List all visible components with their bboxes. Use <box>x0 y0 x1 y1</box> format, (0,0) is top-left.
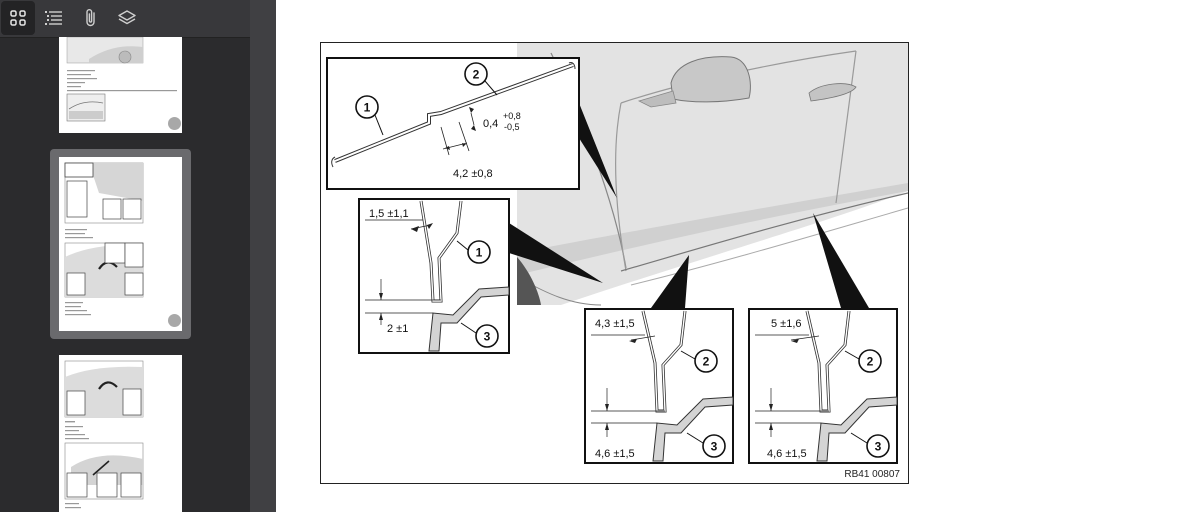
callout-1: 1 <box>364 101 371 115</box>
detail-a-callout-1: 1 <box>476 246 483 260</box>
seal-detail-c: 5 ±1,6 4,6 ±1,5 2 3 <box>748 308 898 464</box>
page-thumbnail-image <box>64 162 144 316</box>
page-thumbnail-3[interactable] <box>59 355 182 512</box>
car-door-drawing <box>517 43 908 306</box>
dim-height-tol-minus: -0,5 <box>504 122 520 132</box>
detail-a-gap: 1,5 ±1,1 <box>369 208 409 220</box>
detail-c-callout-2: 2 <box>867 355 874 369</box>
detail-b-overlap: 4,6 ±1,5 <box>595 448 635 460</box>
technical-figure: 1 2 0,4 +0,8 -0,5 4,2 ±0,8 1,5 ±1,1 2 ±1 <box>320 42 909 484</box>
grid-icon <box>10 10 26 26</box>
detail-c-gap: 5 ±1,6 <box>771 318 802 330</box>
detail-a-callout-3: 3 <box>484 330 491 344</box>
detail-b-callout-2: 2 <box>703 355 710 369</box>
detail-c-overlap: 4,6 ±1,5 <box>767 448 807 460</box>
page-thumbnail-image <box>66 36 177 122</box>
callout-2: 2 <box>473 68 480 82</box>
thumbnails-button[interactable] <box>1 1 35 35</box>
paperclip-icon <box>86 9 95 27</box>
page-thumbnail-2[interactable] <box>59 157 182 331</box>
detail-c-callout-3: 3 <box>875 440 882 454</box>
detail-b-callout-3: 3 <box>711 440 718 454</box>
attachments-button[interactable] <box>74 1 108 35</box>
page-number-badge <box>168 117 181 130</box>
layers-icon <box>118 10 136 25</box>
door-seal-diagram: 1 2 0,4 +0,8 -0,5 4,2 ±0,8 1,5 ±1,1 2 ±1 <box>326 43 908 464</box>
dim-width: 4,2 ±0,8 <box>453 168 493 180</box>
page-thumbnail-1[interactable] <box>59 36 182 133</box>
figure-reference-code: RB41 00807 <box>844 469 900 480</box>
page-number-badge <box>168 314 181 327</box>
outline-button[interactable] <box>37 1 71 35</box>
sidebar-toolbar <box>0 0 250 38</box>
seal-detail-a: 1,5 ±1,1 2 ±1 1 3 <box>358 198 510 354</box>
detail-a-overlap: 2 ±1 <box>387 323 408 335</box>
sidebar-divider <box>250 0 276 512</box>
layers-button[interactable] <box>110 1 144 35</box>
dim-height: 0,4 <box>483 118 498 130</box>
thumbnail-sidebar <box>0 0 250 512</box>
top-seal-detail: 1 2 0,4 +0,8 -0,5 4,2 ±0,8 <box>326 57 580 190</box>
list-icon <box>45 11 62 25</box>
dim-height-tol-plus: +0,8 <box>503 111 521 121</box>
detail-b-gap: 4,3 ±1,5 <box>595 318 635 330</box>
seal-detail-b: 4,3 ±1,5 4,6 ±1,5 2 3 <box>584 308 734 464</box>
page-thumbnail-image <box>64 360 144 509</box>
